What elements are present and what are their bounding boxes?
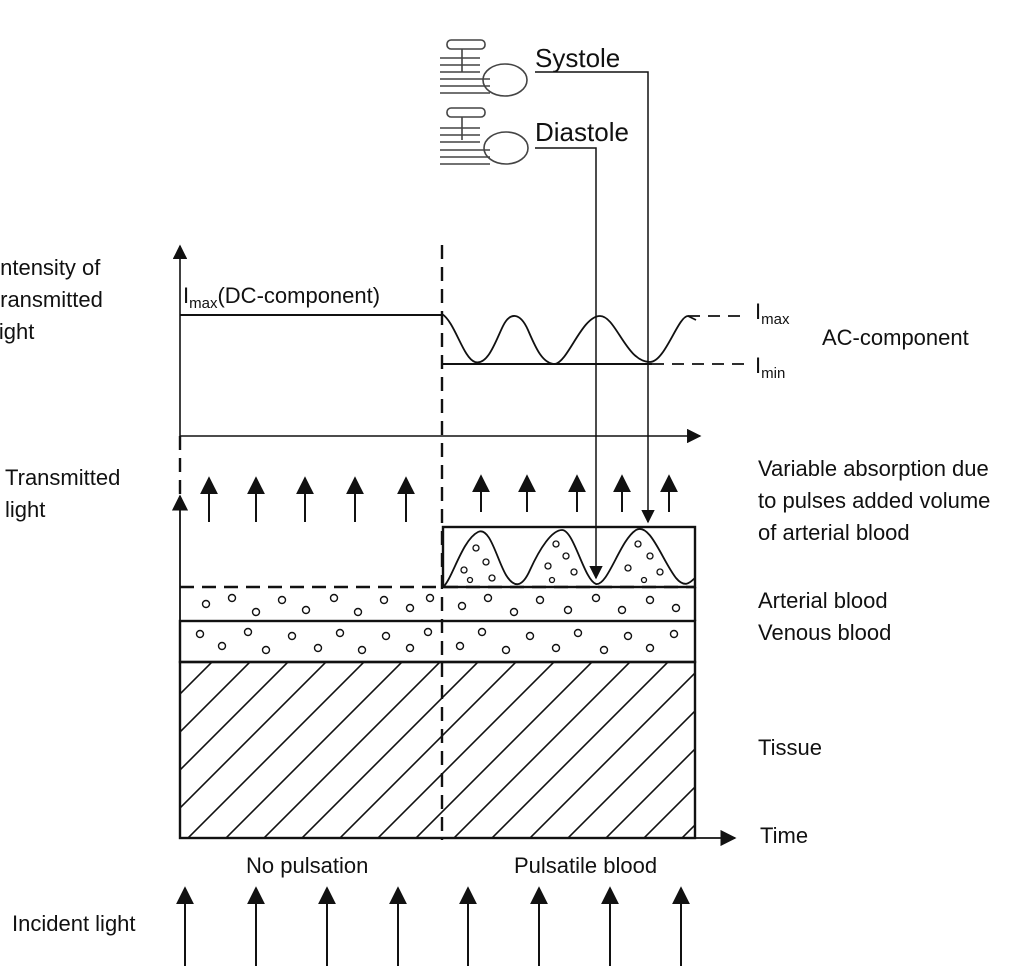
pulsatile-dots [460,540,664,584]
ac-component-label: AC-component [822,325,969,350]
incident-light-label: Incident light [12,911,136,936]
systole-label: Systole [535,43,621,73]
diastole-label: Diastole [535,117,629,147]
venous-blood-layer [178,619,697,664]
tissue-label: Tissue [758,735,822,760]
pulsatile-waveform [443,528,695,587]
leader-diastole [535,147,603,580]
intensity-axis-label: Intensity of transmitted light [0,255,103,344]
leader-systole [535,71,655,524]
imin-label: Imin [755,353,786,382]
imax-dc-label: Imax(DC-component) [183,283,381,312]
arterial-blood-label: Arterial blood [758,588,888,613]
venous-blood-label: Venous blood [758,620,892,645]
incident-light-arrows [176,886,690,966]
pulsatile-blood-label: Pulsatile blood [514,853,658,878]
transmitted-light-label: Transmitted light [5,465,121,522]
heart-diastole-icon [440,107,529,165]
time-label: Time [760,823,809,848]
transmitted-light-arrows [200,474,678,522]
heart-systole-icon [440,39,528,97]
pulsatile-volume-box [441,525,697,589]
imax-label: Imax [755,299,790,328]
variable-absorption-label: Variable absorption due to pulses added … [758,456,991,545]
arterial-blood-dots [201,593,681,617]
ac-waveform [441,313,697,365]
tissue-layer [178,660,697,840]
no-pulsation-label: No pulsation [246,853,369,878]
venous-blood-dots [195,627,679,655]
